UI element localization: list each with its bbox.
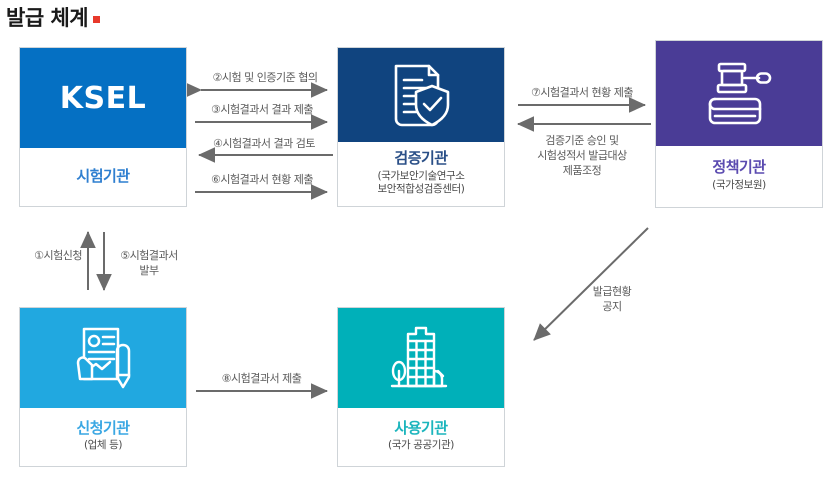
- flow-label-8: ⑧시험결과서 제출: [221, 372, 302, 385]
- node-user-institution[interactable]: 사용기관 (국가 공공기관): [337, 307, 505, 467]
- node-verify-sub: (국가보안기술연구소 보안적합성검증센터): [377, 170, 464, 198]
- page-title-text: 발급 체계: [6, 6, 89, 30]
- node-applicant-sub: (업체 등): [83, 439, 123, 452]
- node-policy-body: 정책기관 (국가정보원): [656, 146, 822, 207]
- node-verification-institution[interactable]: 검증기관 (국가보안기술연구소 보안적합성검증센터): [337, 47, 505, 207]
- node-applicant-label: 신청기관: [76, 418, 130, 437]
- flow-label-notice: 발급현황 공지: [575, 285, 649, 315]
- node-policy-label: 정책기관: [712, 158, 766, 177]
- flow-label-5-line1: ⑤시험결과서: [120, 249, 178, 262]
- flow-label-1: ①시험신청: [34, 249, 82, 262]
- node-verify-body: 검증기관 (국가보안기술연구소 보안적합성검증센터): [338, 142, 504, 206]
- node-user-label: 사용기관: [394, 418, 448, 437]
- flow-label-notice-line2: 공지: [602, 299, 622, 313]
- node-applicant-body: 신청기관 (업체 등): [20, 408, 186, 466]
- ksel-logo-text: KSEL: [59, 80, 147, 116]
- node-test-institution[interactable]: KSEL 시험기관: [19, 47, 187, 207]
- flow-label-approval-line2: 시험성적서 발급대상: [537, 148, 627, 162]
- document-shield-icon: [338, 48, 504, 142]
- government-building-icon: [338, 308, 504, 408]
- gavel-book-icon: [656, 41, 822, 146]
- flow-label-4: ④시험결과서 결과 검토: [213, 137, 315, 150]
- node-verify-label: 검증기관: [394, 148, 448, 167]
- node-user-sub: (국가 공공기관): [388, 439, 454, 452]
- ksel-wordmark-logo: KSEL: [20, 48, 186, 148]
- flow-label-6: ⑥시험결과서 현황 제출: [211, 173, 313, 186]
- node-policy-institution[interactable]: 정책기관 (국가정보원): [655, 40, 823, 208]
- flow-label-5-line2: 발부: [139, 263, 159, 277]
- flow-label-7: ⑦시험결과서 현황 제출: [531, 86, 633, 99]
- flow-label-2: ②시험 및 인증기준 협의: [212, 71, 318, 84]
- node-test-label: 시험기관: [76, 166, 130, 185]
- node-user-body: 사용기관 (국가 공공기관): [338, 408, 504, 466]
- flow-label-notice-line1: 발급현황: [592, 285, 632, 298]
- hand-signing-document-icon: [20, 308, 186, 408]
- node-test-body: 시험기관: [20, 148, 186, 206]
- flow-label-3: ③시험결과서 결과 제출: [211, 103, 313, 116]
- title-accent-dot: [93, 16, 101, 23]
- flow-label-approval-line1: 검증기준 승인 및: [545, 134, 619, 147]
- flow-label-5: ⑤시험결과서 발부: [110, 249, 188, 279]
- node-applicant-institution[interactable]: 신청기관 (업체 등): [19, 307, 187, 467]
- arrow-flow-notice: [533, 227, 649, 341]
- node-verify-sub-line1: (국가보안기술연구소: [377, 169, 465, 182]
- node-policy-sub: (국가정보원): [712, 178, 766, 191]
- flow-label-approval-line3: 제품조정: [562, 163, 602, 177]
- page-title: 발급 체계: [6, 2, 101, 32]
- flow-label-approval: 검증기준 승인 및 시험성적서 발급대상 제품조정: [512, 134, 652, 179]
- node-verify-sub-line2: 보안적합성검증센터): [377, 183, 465, 196]
